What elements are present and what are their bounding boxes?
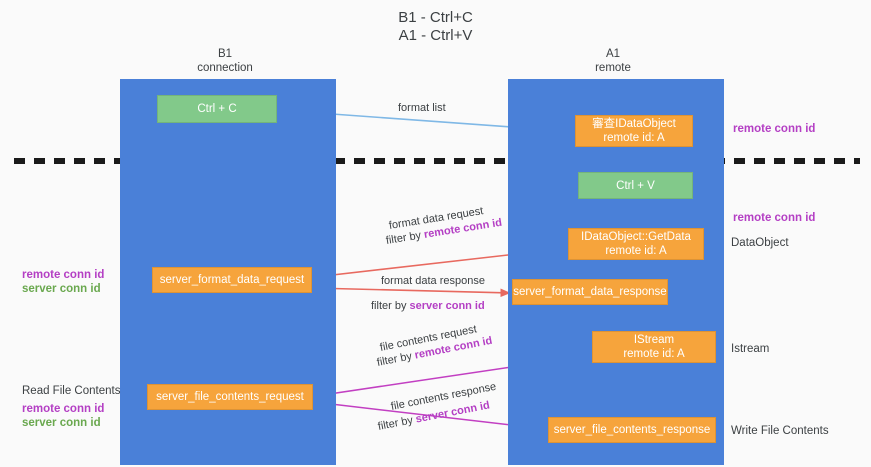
node-getdata-line1: IDataObject::GetData	[581, 231, 691, 243]
node-ctrl-v[interactable]: Ctrl + V	[578, 172, 693, 199]
column-header-b1-sub: connection	[197, 62, 253, 74]
edge-label-format-data-response: format data response	[381, 275, 485, 287]
filter-prefix-4: filter by	[376, 413, 417, 433]
arrow-format-data-response	[312, 287, 511, 298]
node-getdata-line2: remote id: A	[605, 245, 667, 257]
node-ctrl-v-label: Ctrl + V	[616, 179, 655, 192]
side-label-right-dataobject: DataObject	[731, 237, 789, 249]
column-header-a1-sub: remote	[595, 62, 631, 74]
column-header-b1-name: B1	[217, 48, 233, 60]
node-idataobject-line1: 審查IDataObject	[592, 118, 676, 130]
node-ctrl-c[interactable]: Ctrl + C	[157, 95, 277, 123]
node-server-format-data-response-label: server_format_data_response	[513, 286, 667, 298]
node-istream[interactable]: IStream remote id: A	[592, 331, 716, 363]
side-label-right-write-file-contents: Write File Contents	[731, 425, 829, 437]
node-server-file-contents-request[interactable]: server_file_contents_request	[147, 384, 313, 410]
node-idataobject-line2: remote id: A	[603, 132, 665, 144]
side-label-right-istream: Istream	[731, 343, 770, 355]
node-istream-line1: IStream	[633, 334, 675, 346]
node-server-file-contents-request-label: server_file_contents_request	[156, 391, 304, 403]
node-idataobject[interactable]: 審查IDataObject remote id: A	[575, 115, 693, 147]
node-getdata[interactable]: IDataObject::GetData remote id: A	[568, 228, 704, 260]
column-header-a1-name: A1	[605, 48, 621, 60]
page-title-line2: A1 - Ctrl+V	[398, 27, 473, 44]
edge-label-format-list: format list	[398, 102, 446, 114]
filter-key-2: server conn id	[409, 300, 485, 312]
node-server-format-data-response[interactable]: server_format_data_response	[512, 279, 668, 305]
side-label-left-remote-conn-id: remote conn id	[22, 269, 105, 281]
node-server-format-data-request-label: server_format_data_request	[159, 274, 305, 286]
node-ctrl-c-label: Ctrl + C	[197, 103, 237, 115]
filter-prefix-2: filter by	[371, 300, 410, 312]
side-label-left-remote-conn-id-2: remote conn id	[22, 403, 105, 415]
side-label-right-remote-conn-id-mid: remote conn id	[733, 212, 816, 224]
side-label-left-server-conn-id-2: server conn id	[22, 417, 101, 429]
side-label-left-read-file-contents: Read File Contents	[22, 385, 121, 397]
side-label-right-remote-conn-id-top: remote conn id	[733, 123, 816, 135]
side-label-left-server-conn-id: server conn id	[22, 283, 101, 295]
node-server-file-contents-response[interactable]: server_file_contents_response	[548, 417, 716, 443]
edge-label-format-data-response-filter: filter by server conn id	[371, 299, 485, 313]
node-server-format-data-request[interactable]: server_format_data_request	[152, 267, 312, 293]
node-server-file-contents-response-label: server_file_contents_response	[553, 424, 711, 436]
page-title-line1: B1 - Ctrl+C	[398, 9, 473, 26]
node-istream-line2: remote id: A	[623, 348, 685, 360]
